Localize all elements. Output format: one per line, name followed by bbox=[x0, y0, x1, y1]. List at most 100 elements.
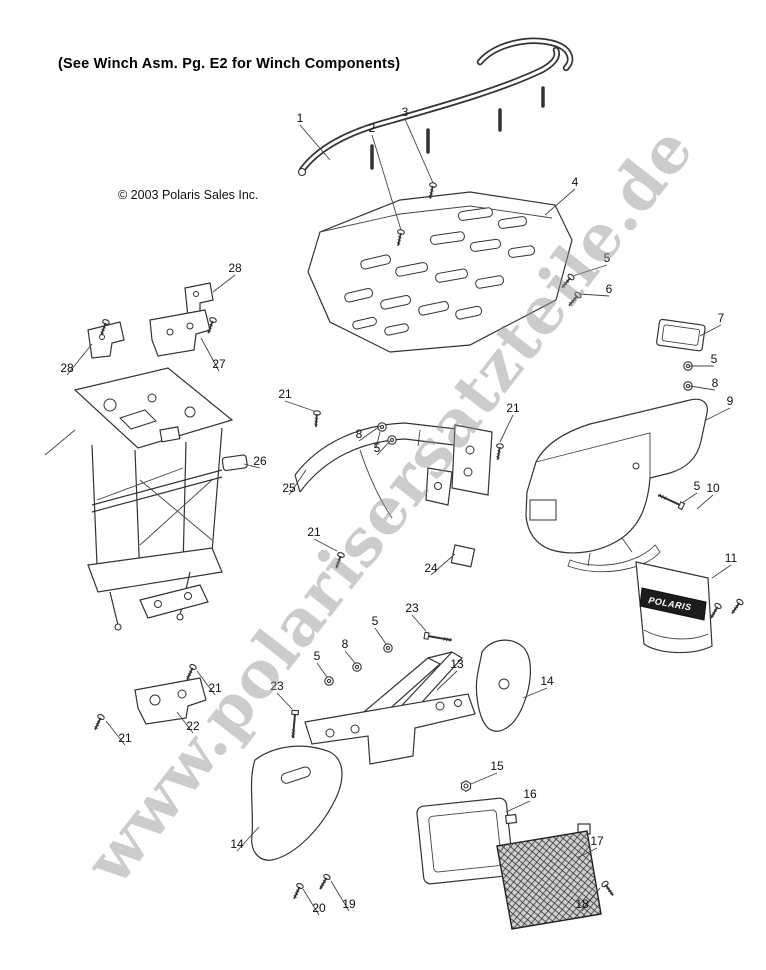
callout-leader-line bbox=[66, 343, 93, 376]
part-front-rack bbox=[307, 191, 573, 353]
part-number-label: 2 bbox=[369, 121, 376, 135]
part-front-bumper bbox=[525, 398, 708, 573]
part-number-label: 10 bbox=[706, 481, 720, 495]
part-number-label: 8 bbox=[712, 376, 719, 390]
part-mesh-screen bbox=[496, 823, 602, 930]
callout-leader-line bbox=[411, 614, 427, 632]
part-spacer-block bbox=[221, 454, 248, 472]
callout-leader-line bbox=[316, 662, 328, 678]
callout-leader-line bbox=[470, 772, 498, 785]
part-number-label: 27 bbox=[212, 357, 226, 371]
part-side-plate-right bbox=[475, 639, 531, 732]
part-number-label: 21 bbox=[278, 387, 292, 401]
callout-leader-line bbox=[196, 670, 216, 696]
part-number-label: 11 bbox=[725, 551, 738, 565]
part-number-label: 20 bbox=[312, 901, 326, 915]
part-number-label: 22 bbox=[186, 719, 200, 733]
part-bracket-28-left bbox=[87, 321, 125, 359]
part-number-label: 4 bbox=[572, 175, 579, 189]
part-screen-frame bbox=[416, 797, 521, 885]
callout-leader-line bbox=[696, 494, 714, 510]
part-number-label: 21 bbox=[506, 401, 520, 415]
callout-leader-line bbox=[544, 188, 576, 216]
part-number-label: 21 bbox=[307, 525, 321, 539]
callout-leader-line bbox=[681, 492, 698, 504]
part-number-label: 5 bbox=[604, 251, 611, 265]
part-number-label: 5 bbox=[374, 441, 381, 455]
callout-leader-line bbox=[436, 670, 458, 691]
part-number-label: 8 bbox=[342, 637, 349, 651]
part-number-label: 24 bbox=[424, 561, 438, 575]
part-number-label: 5 bbox=[711, 352, 718, 366]
part-front-cover: POLARIS bbox=[635, 561, 713, 654]
part-reflector bbox=[656, 318, 706, 352]
part-side-plate-left bbox=[250, 745, 343, 861]
part-number-label: 14 bbox=[540, 674, 554, 688]
callout-leader-line bbox=[358, 425, 381, 442]
part-number-label: 16 bbox=[523, 787, 537, 801]
callout-leader-line bbox=[243, 463, 261, 469]
part-number-label: 5 bbox=[694, 479, 701, 493]
callout-leader-line bbox=[212, 274, 236, 293]
part-rack-extender-tube bbox=[297, 37, 574, 177]
callout-leader-line bbox=[302, 888, 320, 916]
callout-leader-line bbox=[689, 385, 716, 391]
callout-leader-line bbox=[105, 720, 126, 746]
callout-leader-line bbox=[430, 553, 456, 576]
part-number-label: 28 bbox=[60, 361, 74, 375]
part-number-label: 17 bbox=[590, 834, 604, 848]
part-number-label: 26 bbox=[253, 454, 267, 468]
callout-leader-line bbox=[371, 134, 402, 231]
callout-leader-line bbox=[572, 264, 608, 277]
part-rack-support bbox=[294, 422, 493, 519]
callout-leader-line bbox=[299, 124, 331, 161]
callout-leader-line bbox=[284, 400, 315, 412]
part-number-label: 23 bbox=[270, 679, 284, 693]
part-lower-bracket bbox=[134, 677, 207, 725]
part-number-label: 5 bbox=[372, 614, 379, 628]
part-number-label: 6 bbox=[606, 282, 613, 296]
callout-leader-line bbox=[176, 711, 194, 734]
callout-leader-line bbox=[522, 687, 548, 699]
callout-leader-line bbox=[705, 407, 731, 421]
part-bracket-27 bbox=[149, 309, 211, 357]
callout-leader-line bbox=[499, 414, 514, 443]
part-number-label: 23 bbox=[405, 601, 419, 615]
callout-leader-line bbox=[344, 650, 356, 664]
part-main-frame bbox=[44, 367, 234, 631]
part-bumper-support bbox=[304, 651, 476, 765]
part-number-label: 14 bbox=[230, 837, 244, 851]
part-number-label: 7 bbox=[718, 311, 725, 325]
part-number-label: 13 bbox=[450, 657, 464, 671]
callout-leader-line bbox=[711, 564, 732, 579]
callout-leader-line bbox=[236, 826, 260, 852]
callout-leader-line bbox=[376, 439, 392, 456]
callout-leader-line bbox=[581, 887, 601, 912]
part-number-label: 1 bbox=[297, 111, 304, 125]
part-number-label: 18 bbox=[575, 897, 589, 911]
callout-leader-line bbox=[288, 469, 307, 496]
callout-leader-line bbox=[330, 880, 350, 912]
part-number-label: 9 bbox=[727, 394, 734, 408]
part-number-label: 28 bbox=[228, 261, 242, 275]
part-number-label: 5 bbox=[314, 649, 321, 663]
part-number-label: 19 bbox=[342, 897, 356, 911]
part-number-label: 15 bbox=[490, 759, 504, 773]
part-number-label: 21 bbox=[208, 681, 222, 695]
callout-leader-line bbox=[276, 692, 293, 710]
callout-leader-line bbox=[200, 337, 220, 372]
part-small-plate bbox=[450, 544, 476, 568]
winch-note: (See Winch Asm. Pg. E2 for Winch Compone… bbox=[58, 56, 401, 72]
callout-leader-line bbox=[505, 800, 531, 813]
callout-leader-line bbox=[699, 324, 722, 337]
part-number-label: 8 bbox=[356, 427, 363, 441]
part-number-label: 3 bbox=[402, 105, 409, 119]
callout-leader-line bbox=[579, 293, 610, 297]
callout-leader-line bbox=[576, 847, 598, 859]
part-number-label: 25 bbox=[282, 481, 296, 495]
callout-leader-line bbox=[374, 627, 387, 645]
callout-leader-line bbox=[404, 118, 434, 184]
